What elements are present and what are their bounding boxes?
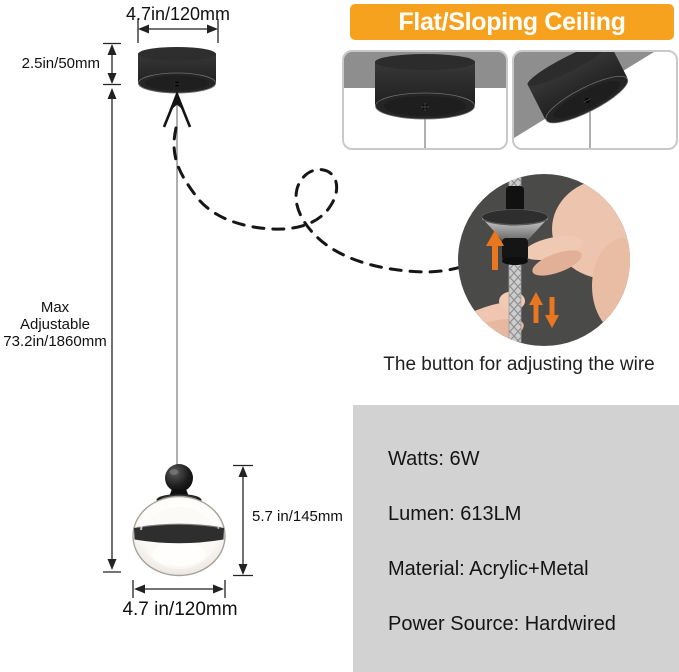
canopy-height-label: 2.5in/50mm <box>21 55 100 72</box>
dashed-cable-curve <box>172 126 463 274</box>
spec-lumen: Lumen: 613LM <box>388 503 522 525</box>
pendant-lamp <box>132 464 226 577</box>
callout-caption: The button for adjusting the wire <box>383 354 655 375</box>
spec-material: Material: Acrylic+Metal <box>388 558 589 580</box>
banner-flat-sloping-ceiling: Flat/Sloping Ceiling <box>350 4 674 40</box>
max-adjustable-line1: Max <box>40 299 70 316</box>
max-adjustable-line3: 73.2in/1860mm <box>3 333 107 350</box>
wire-arrow-icon <box>162 90 192 128</box>
sloping-ceiling-panel <box>512 50 678 150</box>
adjust-arrows <box>486 230 559 328</box>
wire-button-callout-circle <box>458 174 630 346</box>
flat-ceiling-illustration <box>344 52 506 148</box>
sloping-ceiling-illustration <box>514 52 654 148</box>
flat-ceiling-panel <box>342 50 508 150</box>
banner-label: Flat/Sloping Ceiling <box>398 7 626 36</box>
lamp-height-label: 5.7 in/145mm <box>252 508 343 525</box>
max-adjustable-line2: Adjustable <box>19 316 91 333</box>
max-adjustable-label: Max Adjustable 73.2in/1860mm <box>0 299 110 350</box>
dim-canopy-width <box>137 19 219 43</box>
canopy-width-label: 4.7in/120mm <box>125 4 231 24</box>
spec-power-source: Power Source: Hardwired <box>388 613 616 635</box>
dim-lamp-width <box>132 580 226 598</box>
ceiling-canopy <box>138 47 216 94</box>
dim-canopy-height <box>103 42 121 86</box>
dim-lamp-height <box>233 464 253 577</box>
lamp-width-label: 4.7 in/120mm <box>122 599 238 620</box>
adjust-button <box>481 186 549 265</box>
wire-button-illustration <box>458 174 630 346</box>
spec-watts: Watts: 6W <box>388 448 480 470</box>
dim-max-adjustable <box>103 88 121 573</box>
specs-box: Watts: 6W Lumen: 613LM Material: Acrylic… <box>353 405 679 672</box>
